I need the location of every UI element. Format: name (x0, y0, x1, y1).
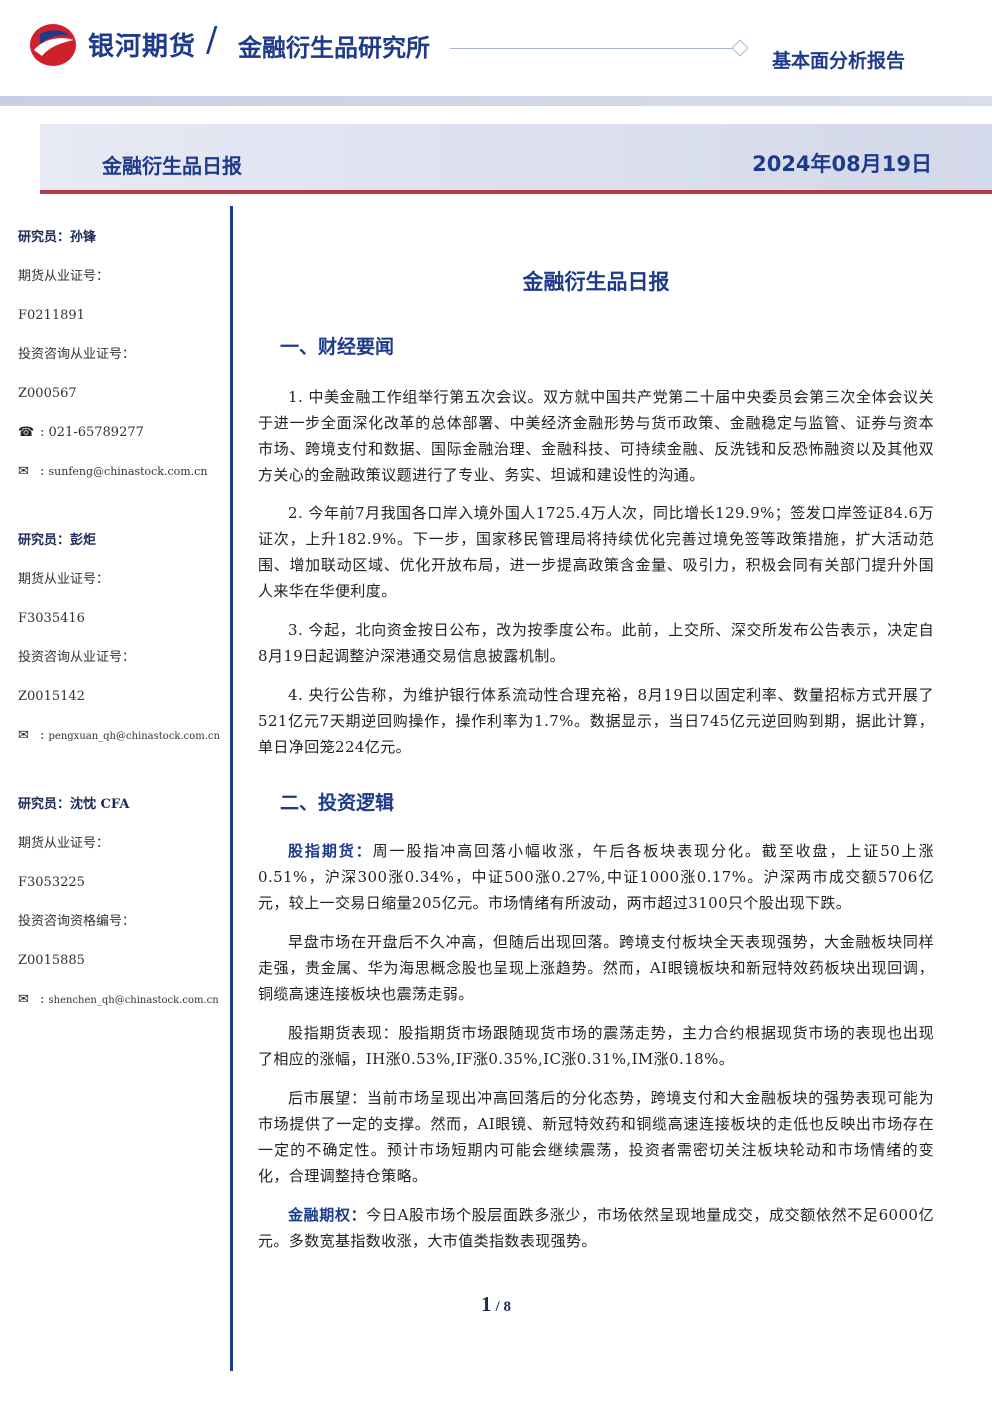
brand-slash: / (206, 20, 218, 60)
current-page: 1 (481, 1292, 492, 1316)
document-title: 金融衍生品日报 (522, 270, 670, 294)
title-bar: 金融衍生品日报 2024年08月19日 (40, 124, 992, 194)
analyst-card: 研究员：孙锋 期货从业证号： F0211891 投资咨询从业证号： Z00056… (18, 228, 230, 501)
report-name: 金融衍生品日报 (102, 154, 242, 178)
institute-name: 金融衍生品研究所 (238, 34, 430, 62)
news-item: 2. 今年前7月我国各口岸入境外国人1725.4万人次，同比增长129.9%；签… (258, 504, 934, 600)
analyst-card: 研究员：沈忱 CFA 期货从业证号： F3053225 投资咨询资格编号： Z0… (18, 795, 230, 1029)
news-item: 4. 央行公告称，为维护银行体系流动性合理充裕，8月19日以固定利率、数量招标方… (258, 686, 934, 756)
futures-license-number: F3053225 (18, 875, 85, 890)
futures-license-number: F3035416 (18, 611, 85, 626)
futures-license-label: 期货从业证号： (18, 572, 110, 587)
analyst-name: 研究员：孙锋 (18, 230, 97, 245)
report-date: 2024年08月19日 (752, 152, 932, 176)
analyst-phone: ☎: 021-65789277 (18, 423, 230, 462)
email-address[interactable]: pengxuan_qh@chinastock.com.cn (48, 731, 220, 742)
advisory-license-number: Z0015142 (18, 689, 85, 704)
advisory-license-label: 投资咨询从业证号： (18, 347, 136, 362)
analyst-card: 研究员：彭炬 期货从业证号： F3035416 投资咨询从业证号： Z00151… (18, 531, 230, 765)
futures-license-label: 期货从业证号： (18, 269, 110, 284)
paragraph-text: 今日A股市场个股层面跌多涨少，市场依然呈现地量成交，成交额依然不足6000亿元。… (258, 1206, 934, 1250)
section-heading-news: 一、财经要闻 (280, 336, 395, 358)
brand-name: 银河期货 (88, 32, 197, 62)
advisory-license-number: Z0015885 (18, 953, 85, 968)
advisory-license-number: Z000567 (18, 386, 77, 401)
futures-performance-paragraph: 股指期货表现：股指期货市场跟随现货市场的震荡走势，主力合约根据现货市场的表现也出… (258, 1024, 934, 1068)
header-band (0, 96, 992, 106)
analyst-email: ✉: sunfeng@chinastock.com.cn (18, 462, 230, 501)
sidebar-divider (230, 206, 233, 1371)
futures-license-number: F0211891 (18, 308, 85, 323)
futures-license-label: 期货从业证号： (18, 836, 110, 851)
paragraph-text: 周一股指冲高回落小幅收涨，午后各板块表现分化。截至收盘，上证50上涨0.51%，… (258, 842, 934, 912)
options-paragraph: 金融期权：今日A股市场个股层面跌多涨少，市场依然呈现地量成交，成交额依然不足60… (258, 1202, 934, 1254)
report-type: 基本面分析报告 (772, 50, 906, 72)
report-header: 银河期货 / 金融衍生品研究所 基本面分析报告 (0, 0, 992, 106)
paragraph-lead: 股指期货： (288, 842, 373, 860)
email-icon: ✉ (18, 464, 29, 479)
phone-number: 021-65789277 (48, 425, 144, 440)
email-icon: ✉ (18, 992, 29, 1007)
galaxy-logo-icon (30, 24, 76, 66)
email-address[interactable]: sunfeng@chinastock.com.cn (48, 465, 208, 478)
news-item: 1. 中美金融工作组举行第五次会议。双方就中国共产党第二十届中央委员会第三次全体… (258, 388, 934, 484)
advisory-license-label: 投资咨询从业证号： (18, 650, 136, 665)
analyst-email: ✉: shenchen_qh@chinastock.com.cn (18, 990, 230, 1029)
phone-icon: ☎ (18, 425, 35, 440)
analyst-sidebar: 研究员：孙锋 期货从业证号： F0211891 投资咨询从业证号： Z00056… (18, 228, 230, 1059)
market-paragraph: 早盘市场在开盘后不久冲高，但随后出现回落。跨境支付板块全天表现强势，大金融板块同… (258, 933, 934, 1003)
email-icon: ✉ (18, 728, 29, 743)
header-rule (450, 48, 735, 49)
page-number: 1 / 8 (0, 1292, 992, 1317)
analyst-email: ✉: pengxuan_qh@chinastock.com.cn (18, 726, 230, 765)
stock-index-futures-paragraph: 股指期货：周一股指冲高回落小幅收涨，午后各板块表现分化。截至收盘，上证50上涨0… (258, 838, 934, 916)
outlook-paragraph: 后市展望：当前市场呈现出冲高回落后的分化态势，跨境支付和大金融板块的强势表现可能… (258, 1089, 934, 1185)
analyst-name: 研究员：沈忱 CFA (18, 797, 130, 812)
analyst-name: 研究员：彭炬 (18, 533, 97, 548)
news-item: 3. 今起，北向资金按日公布，改为按季度公布。此前，上交所、深交所发布公告表示，… (258, 621, 934, 665)
total-pages: / 8 (495, 1299, 511, 1315)
paragraph-lead: 金融期权： (288, 1206, 367, 1224)
section-heading-logic: 二、投资逻辑 (280, 792, 395, 814)
diamond-icon (731, 39, 749, 57)
advisory-license-label: 投资咨询资格编号： (18, 914, 136, 929)
email-address[interactable]: shenchen_qh@chinastock.com.cn (48, 995, 219, 1006)
